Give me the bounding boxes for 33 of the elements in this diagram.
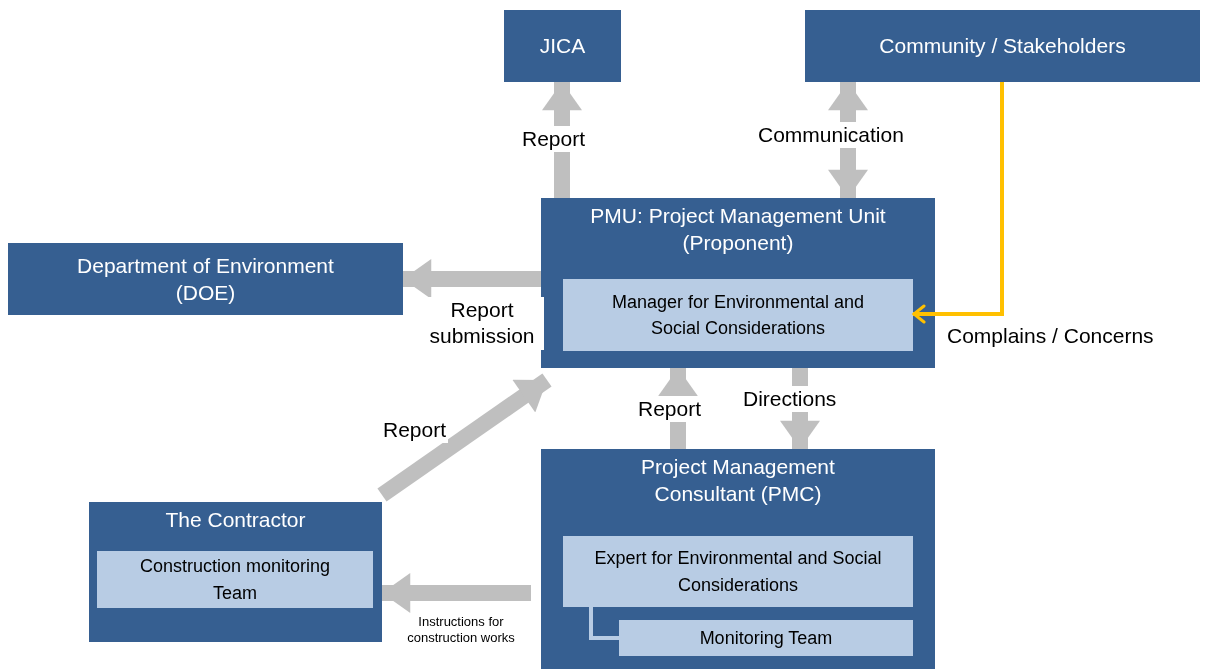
connector-line [589,607,619,640]
organization-box [8,243,403,315]
team-box [97,551,373,608]
box-label: The Contractor [165,507,306,533]
organization-box [805,10,1200,82]
box-label: JICA [539,33,586,60]
edge-label: Communication [756,122,906,149]
box-label: PMU: Project Management Unit (Proponent) [589,203,887,257]
edge-label: Directions [741,386,839,413]
box-label: Construction monitoring Team [138,555,332,605]
arrow [912,82,1004,324]
arrow [382,573,531,613]
box-label: Expert for Environmental and Social Considerations [593,547,883,597]
team-box [563,279,913,351]
box-label: Manager for Environmental and Social Considerations [610,290,866,340]
box-label: Department of Environment (DOE) [76,252,335,306]
team-box [563,536,913,607]
edge-label: Report [636,396,704,423]
organization-box [541,198,935,368]
box-label: Monitoring Team [699,626,833,650]
arrow [780,368,820,449]
arrow [377,373,552,502]
arrow [658,368,698,449]
arrow [828,82,868,198]
arrow [403,259,541,299]
box-label: Community / Stakeholders [879,33,1126,60]
organization-box [541,449,935,669]
organization-box [504,10,621,82]
arrow [542,82,582,198]
organization-box [89,502,382,642]
team-box [619,620,913,656]
edge-label: Report [520,126,588,153]
box-label: Project Management Consultant (PMC) [640,454,836,508]
